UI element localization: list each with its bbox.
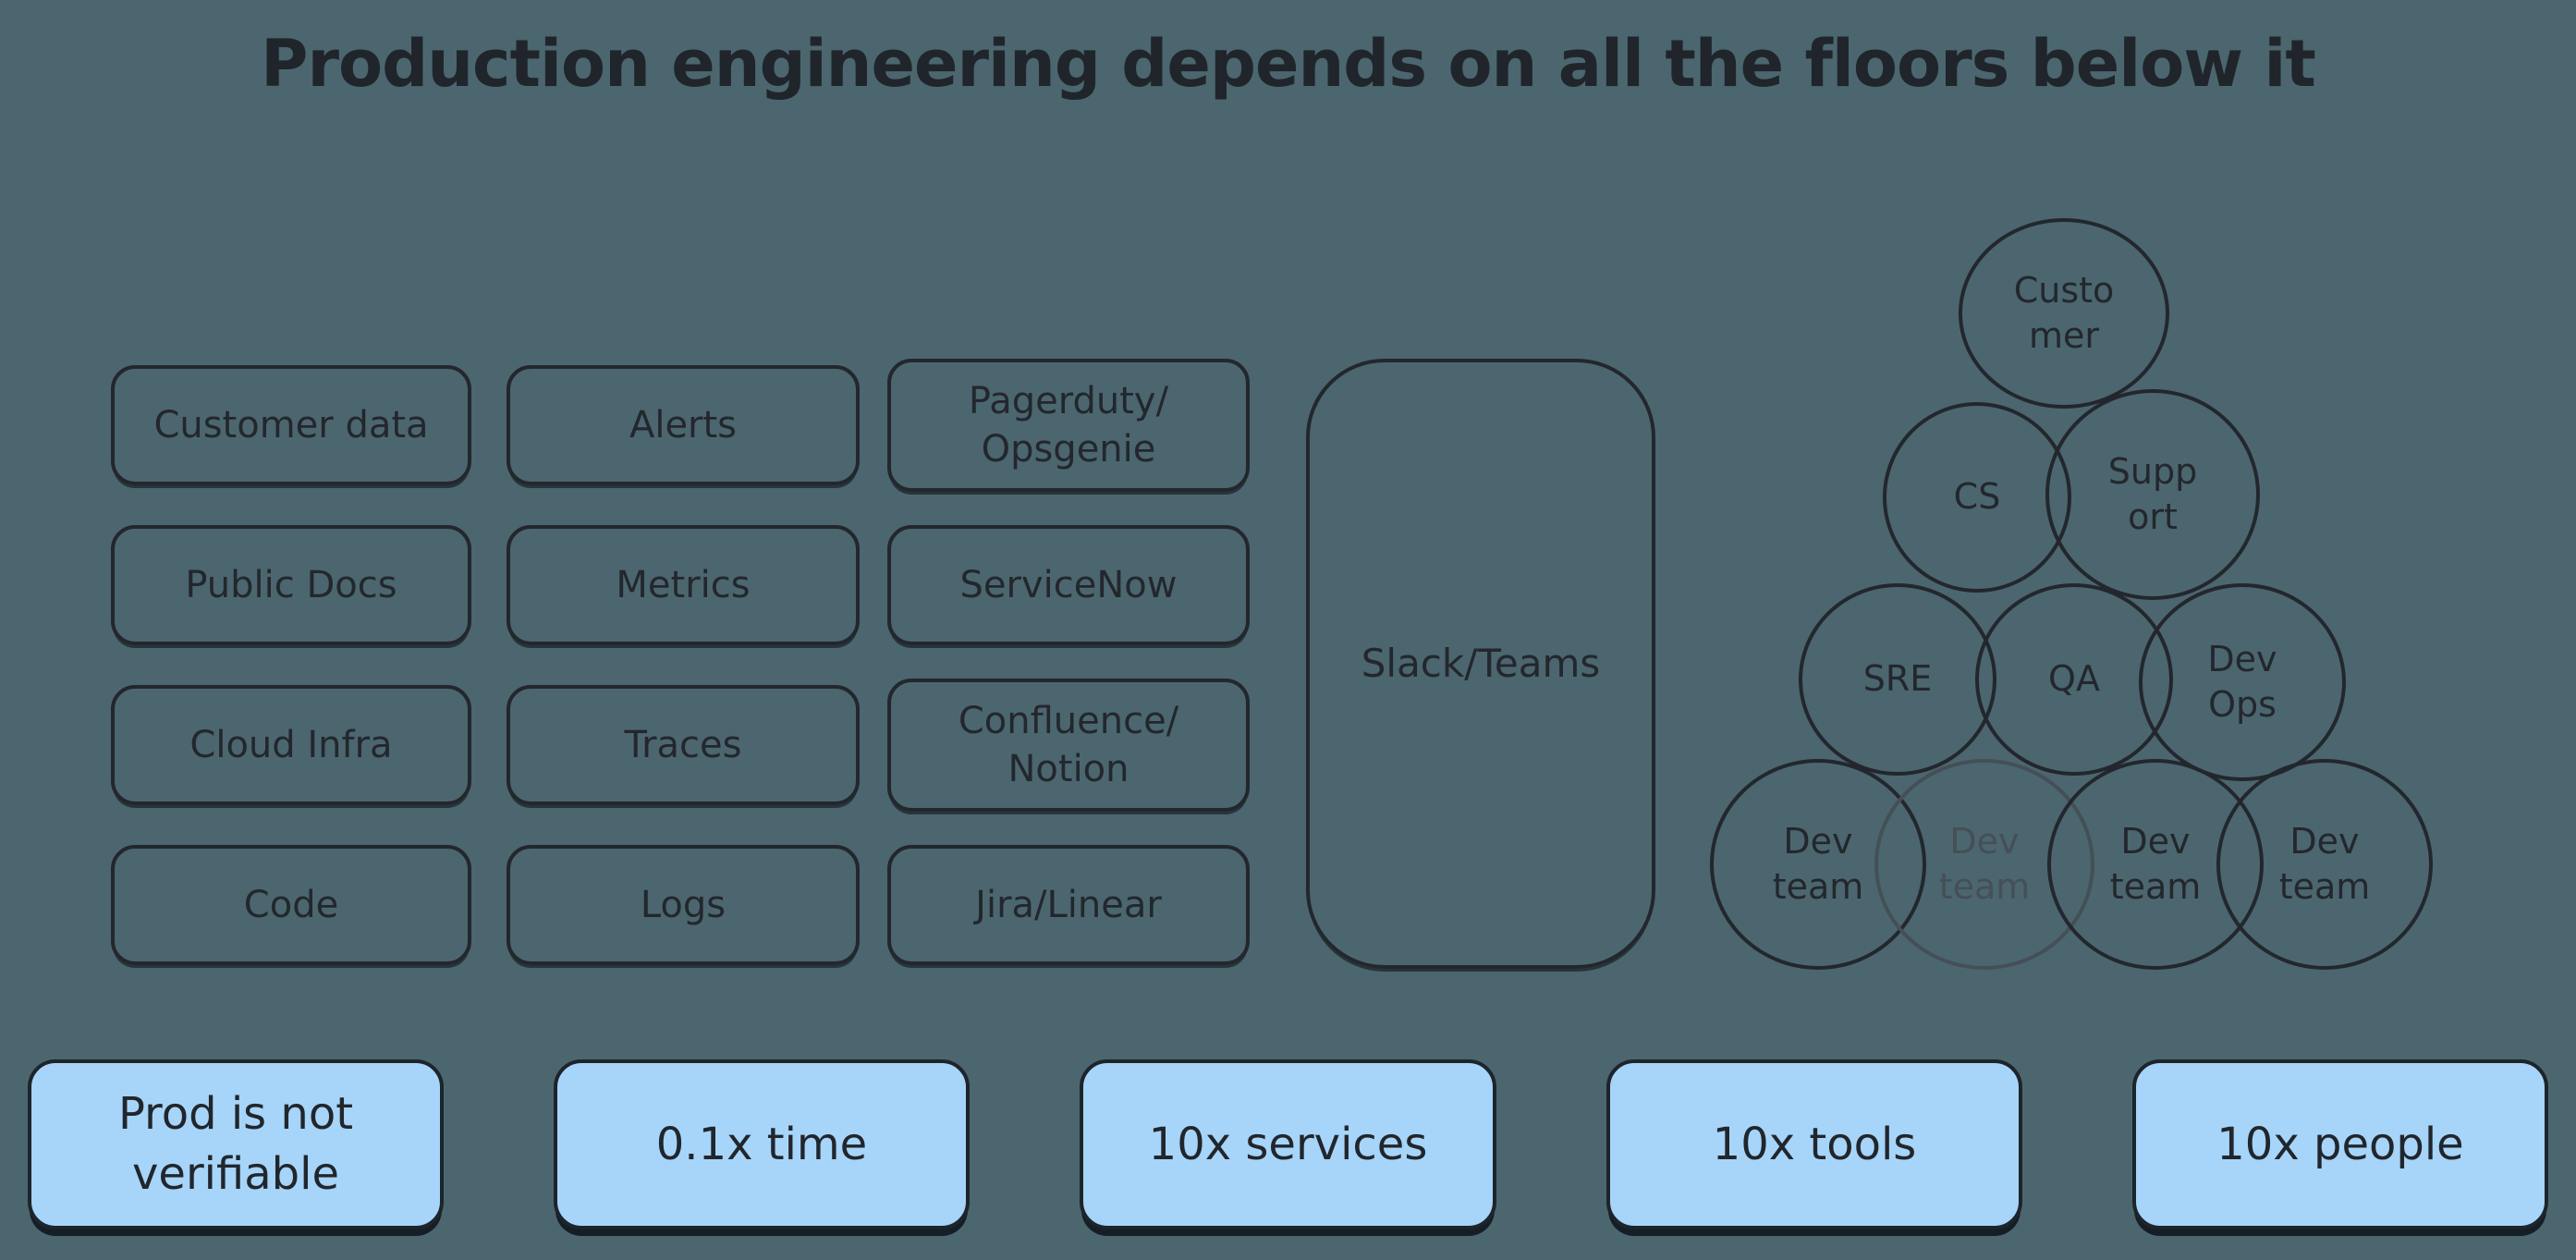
tool-box-logs: Logs (507, 845, 860, 965)
callout-10x-tools: 10x tools (1606, 1059, 2022, 1229)
tool-box-servicenow: ServiceNow (887, 525, 1250, 645)
page-title: Production engineering depends on all th… (261, 26, 2316, 102)
tool-box-metrics: Metrics (507, 525, 860, 645)
circle-dev-team-3: Dev team (2047, 759, 2264, 970)
callout-10x-people: 10x people (2132, 1059, 2548, 1229)
tool-box-alerts: Alerts (507, 365, 860, 485)
tool-box-public-docs: Public Docs (111, 525, 471, 645)
circle-dev-team-4: Dev team (2216, 759, 2433, 970)
tool-box-confluence-notion: Confluence/ Notion (887, 679, 1250, 812)
callout-prod-not-verifiable: Prod is not verifiable (28, 1059, 444, 1229)
tool-box-code: Code (111, 845, 471, 965)
circle-sre: SRE (1799, 583, 1996, 776)
hub-box-slack-teams: Slack/Teams (1306, 359, 1655, 969)
callout-10x-services: 10x services (1080, 1059, 1496, 1229)
tool-box-cloud-infra: Cloud Infra (111, 685, 471, 805)
tool-box-traces: Traces (507, 685, 860, 805)
circle-cs: CS (1883, 402, 2071, 593)
tool-box-pagerduty-opsgenie: Pagerduty/ Opsgenie (887, 359, 1250, 492)
tool-box-jira-linear: Jira/Linear (887, 845, 1250, 965)
circle-customer: Custo mer (1959, 218, 2169, 409)
circle-dev-team-1: Dev team (1710, 759, 1926, 970)
circle-devops: Dev Ops (2139, 583, 2346, 781)
callout-01x-time: 0.1x time (554, 1059, 970, 1229)
circle-support: Supp ort (2045, 389, 2260, 600)
tool-box-customer-data: Customer data (111, 365, 471, 485)
